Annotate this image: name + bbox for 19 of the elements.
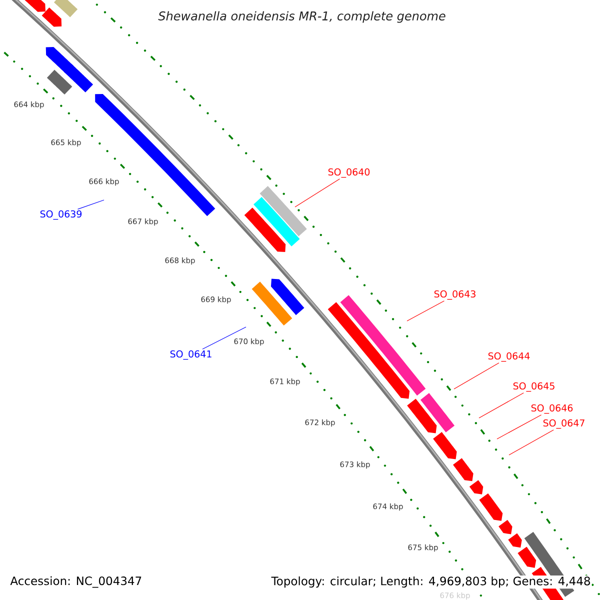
gene-label: SO_0644 (488, 352, 530, 362)
leader-line (406, 300, 445, 322)
gene-label: SO_0640 (328, 168, 370, 178)
leader-line (478, 392, 524, 418)
gene-label: SO_0641 (170, 350, 212, 360)
leader-line (496, 414, 542, 440)
leader-line (294, 178, 340, 208)
gene-label: SO_0643 (434, 290, 476, 300)
gene-label: SO_0646 (531, 404, 573, 414)
leader-line (454, 362, 500, 390)
title: Shewanella oneidensis MR-1, complete genome (158, 11, 446, 23)
info-text: Accession: NC_004347 (9, 575, 144, 589)
leader-line (202, 326, 246, 350)
gene-label: SO_0639 (40, 210, 82, 220)
gene-label: SO_0647 (543, 419, 584, 429)
leader-line (77, 200, 104, 210)
leader-line (508, 430, 554, 456)
info-text: Topology: circular; Length: 4,969,803 bp; Genes: 4,448 (270, 575, 592, 589)
gene-label: SO_0645 (513, 382, 554, 392)
